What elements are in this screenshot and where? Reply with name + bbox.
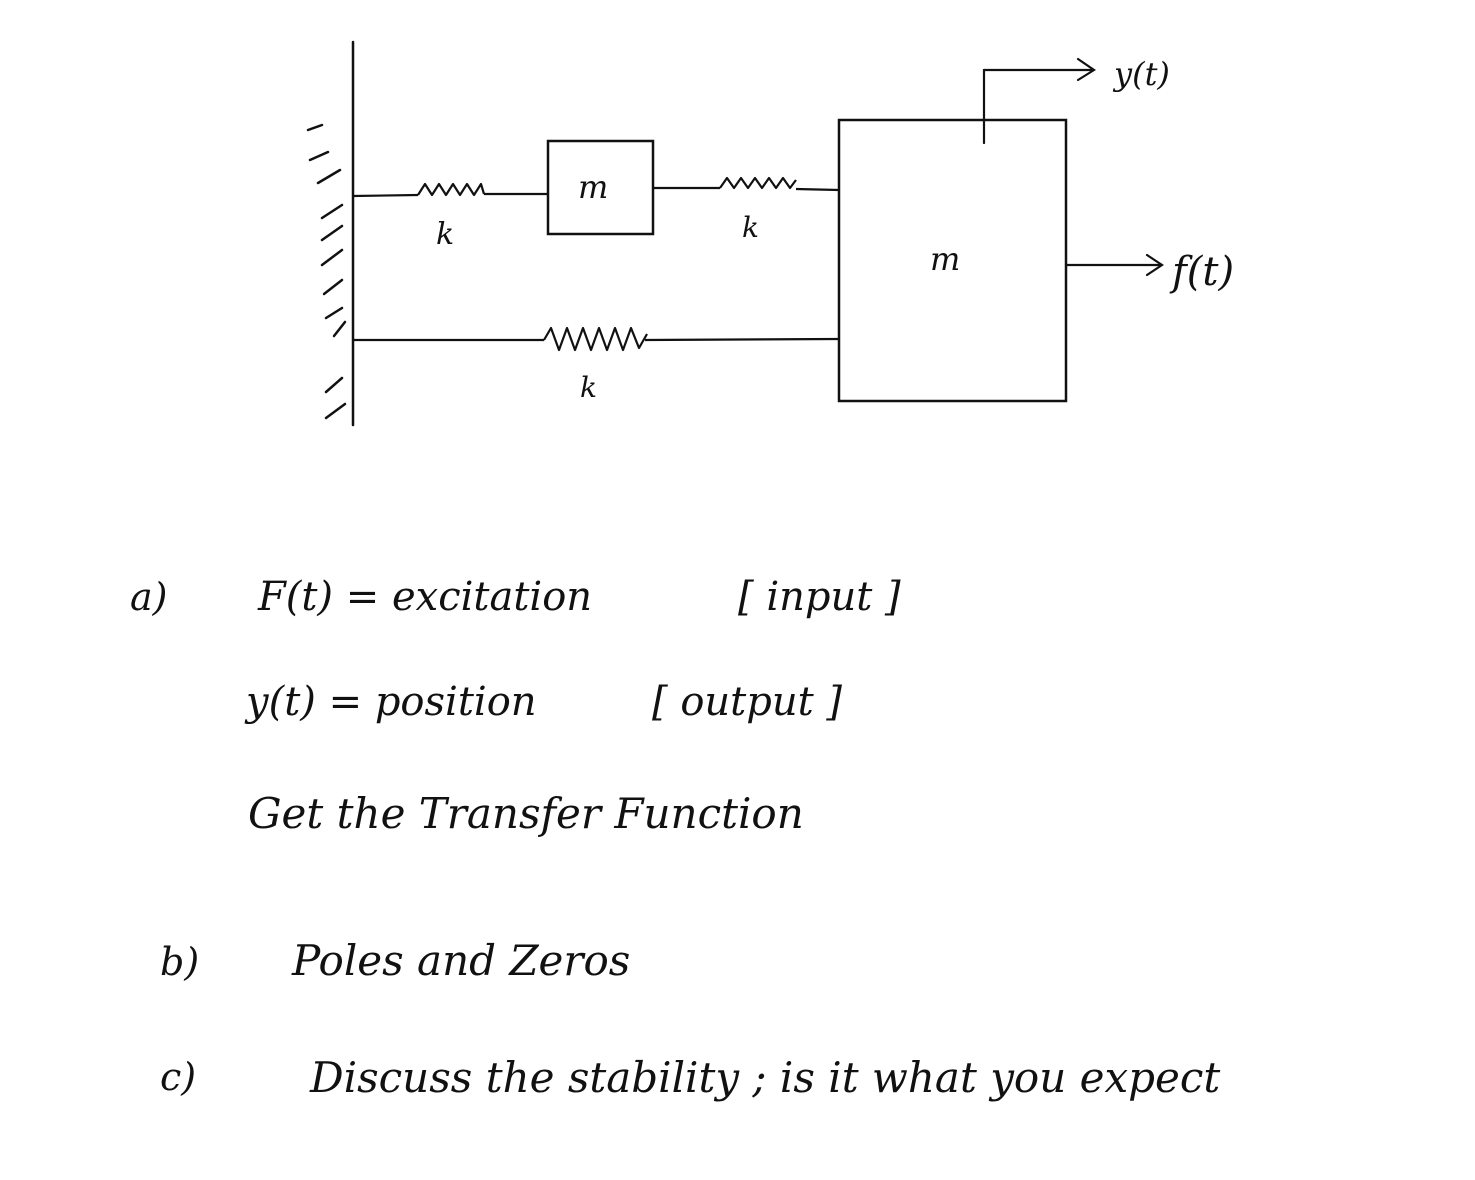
- spring-top-right-label: k: [742, 211, 759, 244]
- question-a-line2-left: y(t) = position: [244, 679, 537, 725]
- question-a-line1-right: [ input ]: [738, 574, 901, 620]
- spring-top-left-label: k: [436, 217, 454, 252]
- question-a-line1-left: F(t) = excitation: [257, 574, 592, 620]
- question-a-line2-right: [ output ]: [652, 679, 842, 725]
- question-c-marker: c): [160, 1055, 196, 1099]
- small-mass: m: [546, 139, 655, 236]
- top-right-spring: [653, 176, 840, 192]
- large-mass-box: [837, 118, 1068, 403]
- wall-hatching: [306, 123, 347, 420]
- ground-wall: [306, 40, 355, 427]
- spring-bottom-label: k: [580, 371, 597, 404]
- question-a-marker: a): [130, 575, 167, 619]
- question-c: c) Discuss the stability ; is it what yo…: [160, 1053, 1220, 1102]
- question-c-text: Discuss the stability ; is it what you e…: [309, 1053, 1220, 1102]
- input-arrow: [1064, 253, 1164, 277]
- large-mass: m: [837, 118, 1068, 403]
- question-b-text: Poles and Zeros: [291, 936, 630, 985]
- top-left-spring: [352, 182, 548, 198]
- bottom-spring: [353, 326, 840, 352]
- question-a-line3: Get the Transfer Function: [248, 789, 804, 838]
- output-arrow: [982, 57, 1097, 145]
- input-signal-label: f(t): [1169, 249, 1234, 295]
- question-a: a) F(t) = excitation [ input ] y(t) = po…: [130, 574, 901, 838]
- question-b: b) Poles and Zeros: [160, 936, 630, 985]
- output-signal-label: y(t): [1112, 55, 1170, 93]
- small-mass-label: m: [578, 168, 608, 206]
- large-mass-label: m: [930, 240, 960, 278]
- question-b-marker: b): [160, 940, 199, 984]
